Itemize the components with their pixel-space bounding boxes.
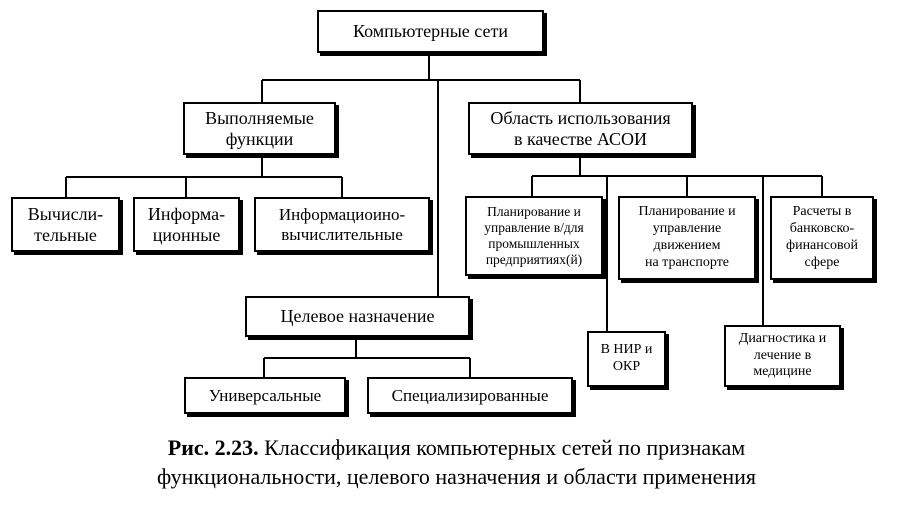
caption-title-part-1: Классификация компьютерных сетей по приз… [258, 435, 746, 460]
functions-info-computational-label: Информациоино- вычислительные [278, 204, 406, 244]
purpose-specialized-label: Специализированные [391, 385, 549, 405]
area-node: Область использования в качестве АСОИ [468, 102, 693, 155]
purpose-node: Целевое назначение [245, 296, 470, 337]
area-research-label: В НИР и ОКР [600, 342, 653, 374]
area-finance-node: Расчеты в банковско- финансовой сфере [770, 196, 874, 280]
root-label: Компьютерные сети [353, 21, 508, 42]
root-node: Компьютерные сети [317, 10, 544, 53]
purpose-label: Целевое назначение [280, 306, 435, 327]
functions-label: Выполняемые функции [205, 107, 314, 149]
area-industry-node: Планирование и управление в/для промышле… [465, 196, 603, 276]
functions-info-computational-node: Информациоино- вычислительные [254, 197, 430, 252]
figure-caption: Рис. 2.23. Классификация компьютерных се… [0, 434, 913, 491]
caption-line-2: функциональности, целевого назначения и … [156, 463, 757, 489]
functions-node: Выполняемые функции [183, 102, 336, 155]
purpose-universal-node: Универсальные [184, 377, 346, 414]
area-label: Область использования в качестве АСОИ [490, 107, 671, 149]
caption-line-1: Рис. 2.23. Классификация компьютерных се… [0, 434, 913, 463]
area-transport-label: Планирование и управление движением на т… [638, 204, 736, 270]
functions-informational-node: Информа- ционные [133, 197, 240, 252]
area-finance-label: Расчеты в банковско- финансовой сфере [786, 204, 858, 270]
area-transport-node: Планирование и управление движением на т… [618, 196, 756, 280]
functions-computational-label: Вычисли- тельные [27, 203, 104, 245]
area-industry-label: Планирование и управление в/для промышле… [484, 203, 584, 268]
area-research-node: В НИР и ОКР [587, 331, 666, 387]
functions-computational-node: Вычисли- тельные [11, 197, 120, 252]
area-medicine-node: Диагностика и лечение в медицине [724, 325, 841, 387]
caption-figure-number: Рис. 2.23. [167, 435, 259, 460]
purpose-universal-label: Универсальные [208, 385, 322, 405]
purpose-specialized-node: Специализированные [367, 377, 573, 414]
functions-informational-label: Информа- ционные [147, 203, 226, 245]
area-medicine-label: Диагностика и лечение в медицине [738, 330, 827, 380]
